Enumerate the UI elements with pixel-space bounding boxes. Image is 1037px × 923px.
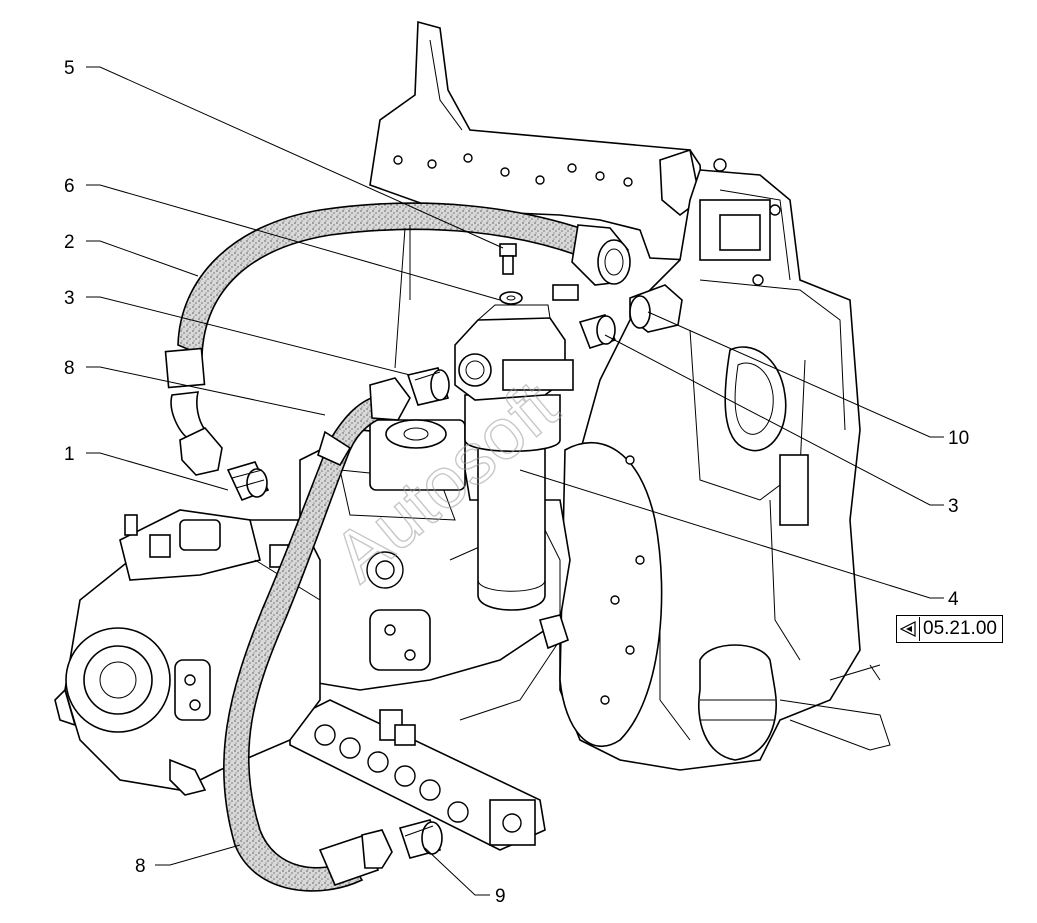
flywheel-housing bbox=[559, 441, 663, 747]
callout-8-bottom: 8 bbox=[135, 856, 146, 877]
callout-3-left: 3 bbox=[64, 288, 75, 309]
hose-2 bbox=[164, 202, 631, 476]
reference-link[interactable]: 05.21.00 bbox=[896, 615, 1003, 643]
mounting-bracket bbox=[369, 20, 706, 261]
fitting-1 bbox=[226, 461, 270, 502]
callouts: 5 6 2 3 8 1 10 3 4 8 9 bbox=[64, 58, 969, 907]
callout-5: 5 bbox=[64, 58, 75, 79]
callout-8-top: 8 bbox=[64, 358, 75, 379]
hose-2-nut bbox=[179, 427, 223, 476]
washer-6 bbox=[499, 291, 523, 305]
callout-9: 9 bbox=[495, 886, 506, 907]
fitting-9 bbox=[398, 819, 443, 859]
manifold-block bbox=[289, 699, 546, 851]
hose-8-bottom-nut bbox=[361, 829, 393, 869]
callout-3-right: 3 bbox=[948, 496, 959, 517]
hose-8 bbox=[222, 377, 411, 892]
reference-code: 05.21.00 bbox=[923, 618, 997, 639]
arrow-left-icon bbox=[897, 617, 920, 641]
callout-2: 2 bbox=[64, 232, 75, 253]
fitting-3-left bbox=[406, 367, 450, 406]
fitting-3-right bbox=[578, 314, 617, 349]
plug-fitting bbox=[539, 284, 579, 650]
callout-1: 1 bbox=[64, 444, 75, 465]
callout-10: 10 bbox=[948, 428, 969, 449]
hose-8-top-nut bbox=[369, 377, 411, 421]
leader-lines bbox=[86, 66, 944, 896]
oil-filter bbox=[454, 304, 574, 611]
callout-6: 6 bbox=[64, 176, 75, 197]
bolt-5 bbox=[499, 243, 517, 275]
callout-4: 4 bbox=[948, 589, 959, 610]
fitting-10 bbox=[629, 284, 683, 333]
